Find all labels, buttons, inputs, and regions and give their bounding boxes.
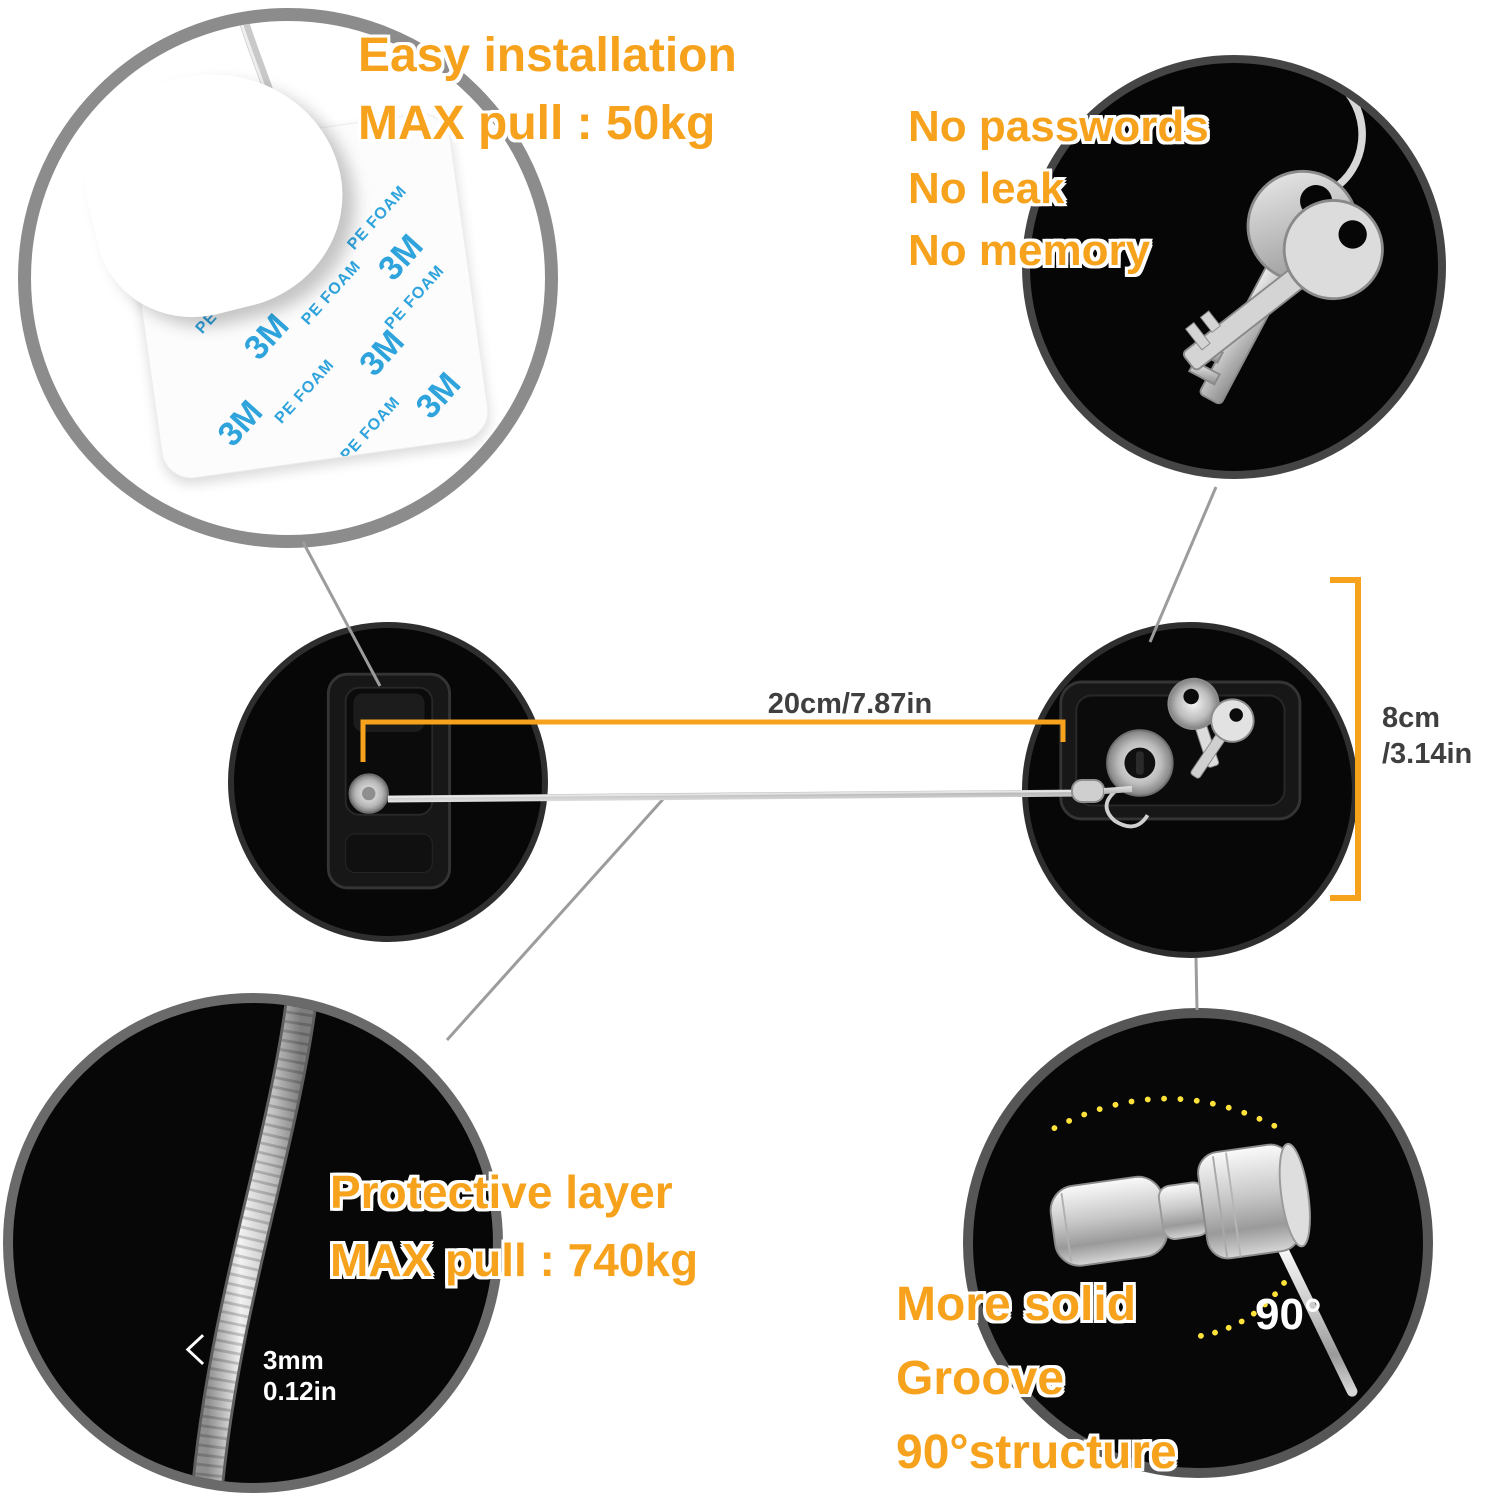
adhesive-brand-text: 3M	[210, 393, 271, 454]
keys-icon	[1182, 82, 1384, 405]
structure-line1: More solid	[896, 1278, 1137, 1331]
swivel-arc-top	[1051, 1095, 1288, 1134]
lock-height-label: 8cm /3.14in	[1382, 700, 1472, 772]
security-caption: No passwords No leak No memory	[908, 96, 1209, 282]
protective-line2: MAX pull : 740kg	[330, 1234, 699, 1286]
installation-line1: Easy installation	[358, 29, 737, 82]
security-line1: No passwords	[908, 102, 1209, 151]
connector-callout-circle: 90°	[963, 1008, 1433, 1478]
structure-line3: 90°structure	[896, 1426, 1177, 1479]
installation-line2: MAX pull : 50kg	[358, 97, 716, 150]
structure-line2: Groove	[896, 1352, 1065, 1405]
protective-caption: Protective layer MAX pull : 740kg	[330, 1158, 698, 1294]
installation-caption: Easy installation MAX pull : 50kg	[358, 22, 737, 158]
spare-key-icon	[1190, 698, 1255, 779]
cable-diameter-label: 3mm 0.12in	[263, 1345, 337, 1407]
security-line2: No leak	[908, 164, 1065, 213]
protective-line1: Protective layer	[330, 1166, 673, 1218]
cable-closeup-icon	[185, 1003, 318, 1483]
adhesive-brand-text: 3M	[352, 322, 412, 384]
inserted-key-icon	[1167, 677, 1220, 768]
cable-diameter-mm: 3mm	[263, 1345, 324, 1375]
connector-cable	[1276, 1240, 1358, 1397]
lock-body-circle	[1022, 622, 1358, 958]
structure-caption: More solid Groove 90°structure	[896, 1268, 1177, 1490]
lock-height-cm: 8cm	[1382, 702, 1441, 734]
cable-length-label: 20cm/7.87in	[767, 688, 933, 720]
swivel-connector-icon	[1049, 1095, 1358, 1397]
lock-height-in: /3.14in	[1382, 738, 1473, 770]
cable-diameter-bracket	[185, 1334, 205, 1366]
security-line3: No memory	[908, 226, 1151, 275]
adhesive-brand-text: 3M	[236, 306, 297, 368]
keys-callout-circle	[1022, 55, 1446, 479]
adhesive-material-text: PE FOAM	[271, 356, 338, 428]
adhesive-brand-text: 3M	[408, 365, 469, 426]
cable-callout-circle: 3mm 0.12in	[3, 993, 503, 1493]
cable-diameter-in: 0.12in	[263, 1376, 337, 1406]
lock-base-circle	[228, 622, 548, 942]
lock-base-icon	[326, 672, 452, 890]
lock-body-icon	[1059, 677, 1302, 829]
swivel-angle-label: 90°	[1255, 1290, 1322, 1339]
